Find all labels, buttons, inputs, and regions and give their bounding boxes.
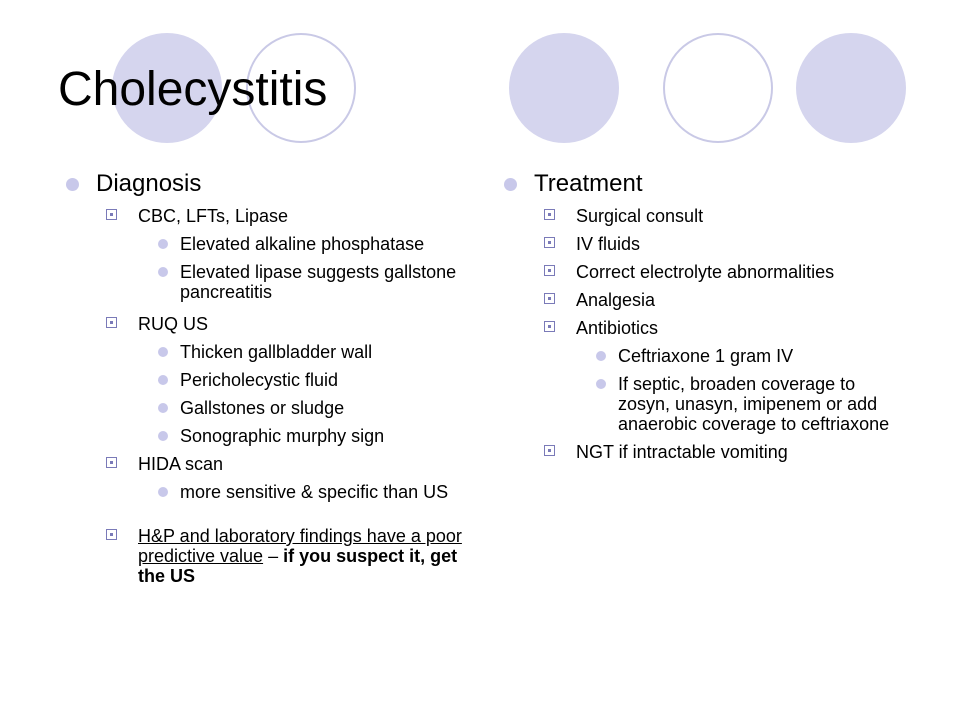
bullet-icon: [596, 351, 606, 361]
square-bullet-icon: [106, 529, 117, 540]
bullet-icon: [158, 431, 168, 441]
finding-item: Gallstones or sludge: [158, 398, 462, 418]
diagnosis-heading: Diagnosis: [62, 170, 462, 198]
square-bullet-icon: [544, 209, 555, 220]
diagnosis-note: H&P and laboratory findings have a poor …: [104, 526, 462, 586]
treatment-item: Surgical consult: [542, 206, 910, 226]
decor-circle-2: [246, 33, 356, 143]
treatment-item: IV fluids: [542, 234, 910, 254]
bullet-icon: [158, 267, 168, 277]
square-bullet-icon: [544, 265, 555, 276]
square-bullet-icon: [106, 457, 117, 468]
square-bullet-icon: [544, 445, 555, 456]
bullet-icon: [158, 375, 168, 385]
bullet-icon: [504, 178, 517, 191]
bullet-icon: [596, 379, 606, 389]
treatment-column: Treatment Surgical consult IV fluids Cor…: [500, 170, 910, 462]
diagnosis-column: Diagnosis CBC, LFTs, Lipase Elevated alk…: [62, 170, 462, 586]
bullet-icon: [66, 178, 79, 191]
bullet-icon: [158, 347, 168, 357]
test-item: HIDA scan: [104, 454, 462, 474]
finding-item: Pericholecystic fluid: [158, 370, 462, 390]
finding-item: Thicken gallbladder wall: [158, 342, 462, 362]
treatment-item: Antibiotics: [542, 318, 910, 338]
antibiotic-item: Ceftriaxone 1 gram IV: [596, 346, 910, 366]
square-bullet-icon: [544, 293, 555, 304]
square-bullet-icon: [544, 237, 555, 248]
decor-circle-3: [509, 33, 619, 143]
bullet-icon: [158, 239, 168, 249]
decor-circle-1: [112, 33, 222, 143]
test-item: CBC, LFTs, Lipase: [104, 206, 462, 226]
finding-item: Sonographic murphy sign: [158, 426, 462, 446]
treatment-item: Correct electrolyte abnormalities: [542, 262, 910, 282]
test-item: RUQ US: [104, 314, 462, 334]
bullet-icon: [158, 403, 168, 413]
square-bullet-icon: [106, 317, 117, 328]
decor-circle-4: [663, 33, 773, 143]
antibiotic-item: If septic, broaden coverage to zosyn, un…: [596, 374, 910, 434]
square-bullet-icon: [106, 209, 117, 220]
treatment-item: Analgesia: [542, 290, 910, 310]
bullet-icon: [158, 487, 168, 497]
treatment-heading: Treatment: [500, 170, 910, 198]
finding-item: Elevated alkaline phosphatase: [158, 234, 462, 254]
slide-title: Cholecystitis: [58, 63, 328, 116]
square-bullet-icon: [544, 321, 555, 332]
treatment-item: NGT if intractable vomiting: [542, 442, 910, 462]
finding-item: Elevated lipase suggests gallstone pancr…: [158, 262, 462, 302]
finding-item: more sensitive & specific than US: [158, 482, 462, 502]
decor-circle-5: [796, 33, 906, 143]
